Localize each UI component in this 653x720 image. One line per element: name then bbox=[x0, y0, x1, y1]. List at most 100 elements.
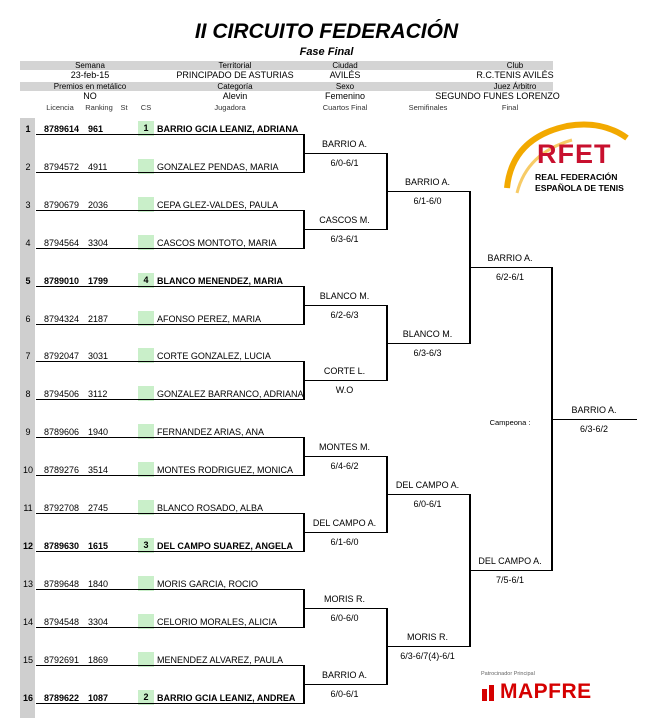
player-license: 8789276 bbox=[44, 465, 80, 475]
player-license: 8789648 bbox=[44, 579, 80, 589]
player-number: 13 bbox=[22, 579, 33, 589]
draw-sidebar bbox=[20, 118, 35, 718]
player-name: BARRIO GCIA LEANIZ, ADRIANA bbox=[157, 124, 299, 134]
final-line bbox=[469, 267, 551, 268]
player-name: FERNANDEZ ARIAS, ANA bbox=[157, 427, 265, 437]
player-number: 6 bbox=[25, 314, 31, 324]
quarterfinal-line bbox=[303, 305, 386, 306]
player-name: GONZALEZ BARRANCO, ADRIANA bbox=[157, 389, 303, 399]
player-ranking: 3304 bbox=[88, 238, 109, 248]
player-name: BLANCO MENENDEZ, MARIA bbox=[157, 276, 283, 286]
seed-box bbox=[138, 311, 154, 326]
player-number: 4 bbox=[25, 238, 31, 248]
semifinal-line bbox=[386, 343, 469, 344]
player-ranking: 1940 bbox=[88, 427, 109, 437]
player-number: 15 bbox=[22, 655, 33, 665]
quarterfinal-line bbox=[303, 532, 386, 533]
semifinal-score: 6/3-6/3 bbox=[413, 348, 442, 358]
player-ranking: 3304 bbox=[88, 617, 109, 627]
quarterfinal-winner: BARRIO A. bbox=[321, 139, 367, 149]
player-name: MONTES RODRIGUEZ, MONICA bbox=[157, 465, 294, 475]
player-license: 8794324 bbox=[44, 314, 80, 324]
row-divider bbox=[36, 551, 303, 552]
seed-box bbox=[138, 462, 154, 477]
semifinal-score: 6/3-6/7(4)-6/1 bbox=[400, 651, 455, 661]
seed-box: 3 bbox=[138, 538, 154, 553]
quarterfinal-line bbox=[303, 456, 386, 457]
player-license: 8789630 bbox=[44, 541, 80, 551]
seed-box bbox=[138, 500, 154, 515]
player-license: 8794548 bbox=[44, 617, 80, 627]
label-premios: Premios en metálico bbox=[53, 82, 127, 91]
seed-box: 4 bbox=[138, 273, 154, 288]
player-ranking: 961 bbox=[88, 124, 104, 134]
value-juez: SEGUNDO FUNES LORENZO bbox=[435, 91, 560, 101]
row-divider bbox=[36, 210, 303, 211]
row-divider bbox=[36, 399, 303, 400]
label-sexo: Sexo bbox=[335, 82, 355, 91]
label-juez: Juez Árbitro bbox=[493, 82, 537, 91]
final-line bbox=[469, 570, 551, 571]
rfet-logo-text: RFET bbox=[537, 139, 612, 169]
seed-box bbox=[138, 576, 154, 591]
seed-box bbox=[138, 159, 154, 174]
quarterfinal-line bbox=[303, 684, 386, 685]
label-semana: Semana bbox=[75, 61, 105, 70]
player-license: 8794572 bbox=[44, 162, 80, 172]
col-jugadora: Jugadora bbox=[214, 103, 246, 112]
player-name: CELORIO MORALES, ALICIA bbox=[157, 617, 278, 627]
value-ciudad: AVILÉS bbox=[329, 70, 361, 80]
semifinal-winner: BARRIO A. bbox=[404, 177, 450, 187]
semifinal-score: 6/0-6/1 bbox=[413, 499, 442, 509]
semifinal-winner: DEL CAMPO A. bbox=[395, 480, 460, 490]
player-ranking: 1799 bbox=[88, 276, 109, 286]
player-name: DEL CAMPO SUAREZ, ANGELA bbox=[157, 541, 294, 551]
col-cuartos: Cuartos Final bbox=[322, 103, 368, 112]
quarterfinal-winner: CASCOS M. bbox=[319, 215, 370, 225]
player-license: 8792691 bbox=[44, 655, 80, 665]
row-divider bbox=[36, 324, 303, 325]
quarterfinal-winner: BLANCO M. bbox=[319, 291, 370, 301]
player-ranking: 2187 bbox=[88, 314, 109, 324]
player-number: 14 bbox=[22, 617, 33, 627]
player-ranking: 4911 bbox=[88, 162, 108, 172]
champion-score: 6/3-6/2 bbox=[579, 424, 609, 434]
row-divider bbox=[36, 627, 303, 628]
player-name: AFONSO PEREZ, MARIA bbox=[157, 314, 262, 324]
champion-winner: BARRIO A. bbox=[571, 405, 617, 415]
semifinal-line bbox=[386, 494, 469, 495]
quarterfinal-line bbox=[303, 153, 386, 154]
player-ranking: 3514 bbox=[88, 465, 109, 475]
player-number: 5 bbox=[25, 276, 31, 286]
final-score: 6/2-6/1 bbox=[495, 272, 525, 282]
player-license: 8790679 bbox=[44, 200, 80, 210]
quarterfinal-score: W.O bbox=[335, 385, 354, 395]
final-winner: BARRIO A. bbox=[487, 253, 533, 263]
quarterfinal-score: 6/3-6/1 bbox=[330, 234, 359, 244]
player-ranking: 2745 bbox=[88, 503, 109, 513]
row-divider bbox=[36, 475, 303, 476]
player-ranking: 1615 bbox=[88, 541, 109, 551]
player-ranking: 1087 bbox=[88, 693, 109, 703]
rfet-ball-icon bbox=[504, 121, 629, 194]
row-divider bbox=[36, 248, 303, 249]
label-club: Club bbox=[506, 61, 524, 70]
label-territorial: Territorial bbox=[218, 61, 252, 70]
player-license: 8789010 bbox=[44, 276, 80, 286]
player-number: 3 bbox=[25, 200, 31, 210]
quarterfinal-winner: BARRIO A. bbox=[321, 670, 367, 680]
player-number: 8 bbox=[25, 389, 31, 399]
seed-box: 2 bbox=[138, 690, 154, 705]
value-categoria: Alevin bbox=[222, 91, 248, 101]
mapfre-icon bbox=[482, 685, 494, 701]
champion-label: Campeona : bbox=[489, 418, 531, 427]
quarterfinal-winner: MORIS R. bbox=[323, 594, 365, 604]
quarterfinal-score: 6/1-6/0 bbox=[330, 537, 359, 547]
player-name: CASCOS MONTOTO, MARIA bbox=[157, 238, 277, 248]
row-divider bbox=[36, 286, 303, 287]
player-name: MORIS GARCIA, ROCIO bbox=[157, 579, 259, 589]
player-number: 2 bbox=[25, 162, 31, 172]
player-name: MENENDEZ ALVAREZ, PAULA bbox=[157, 655, 284, 665]
info-label-bar-2 bbox=[20, 82, 553, 91]
player-name: BARRIO GCIA LEANIZ, ANDREA bbox=[157, 693, 296, 703]
